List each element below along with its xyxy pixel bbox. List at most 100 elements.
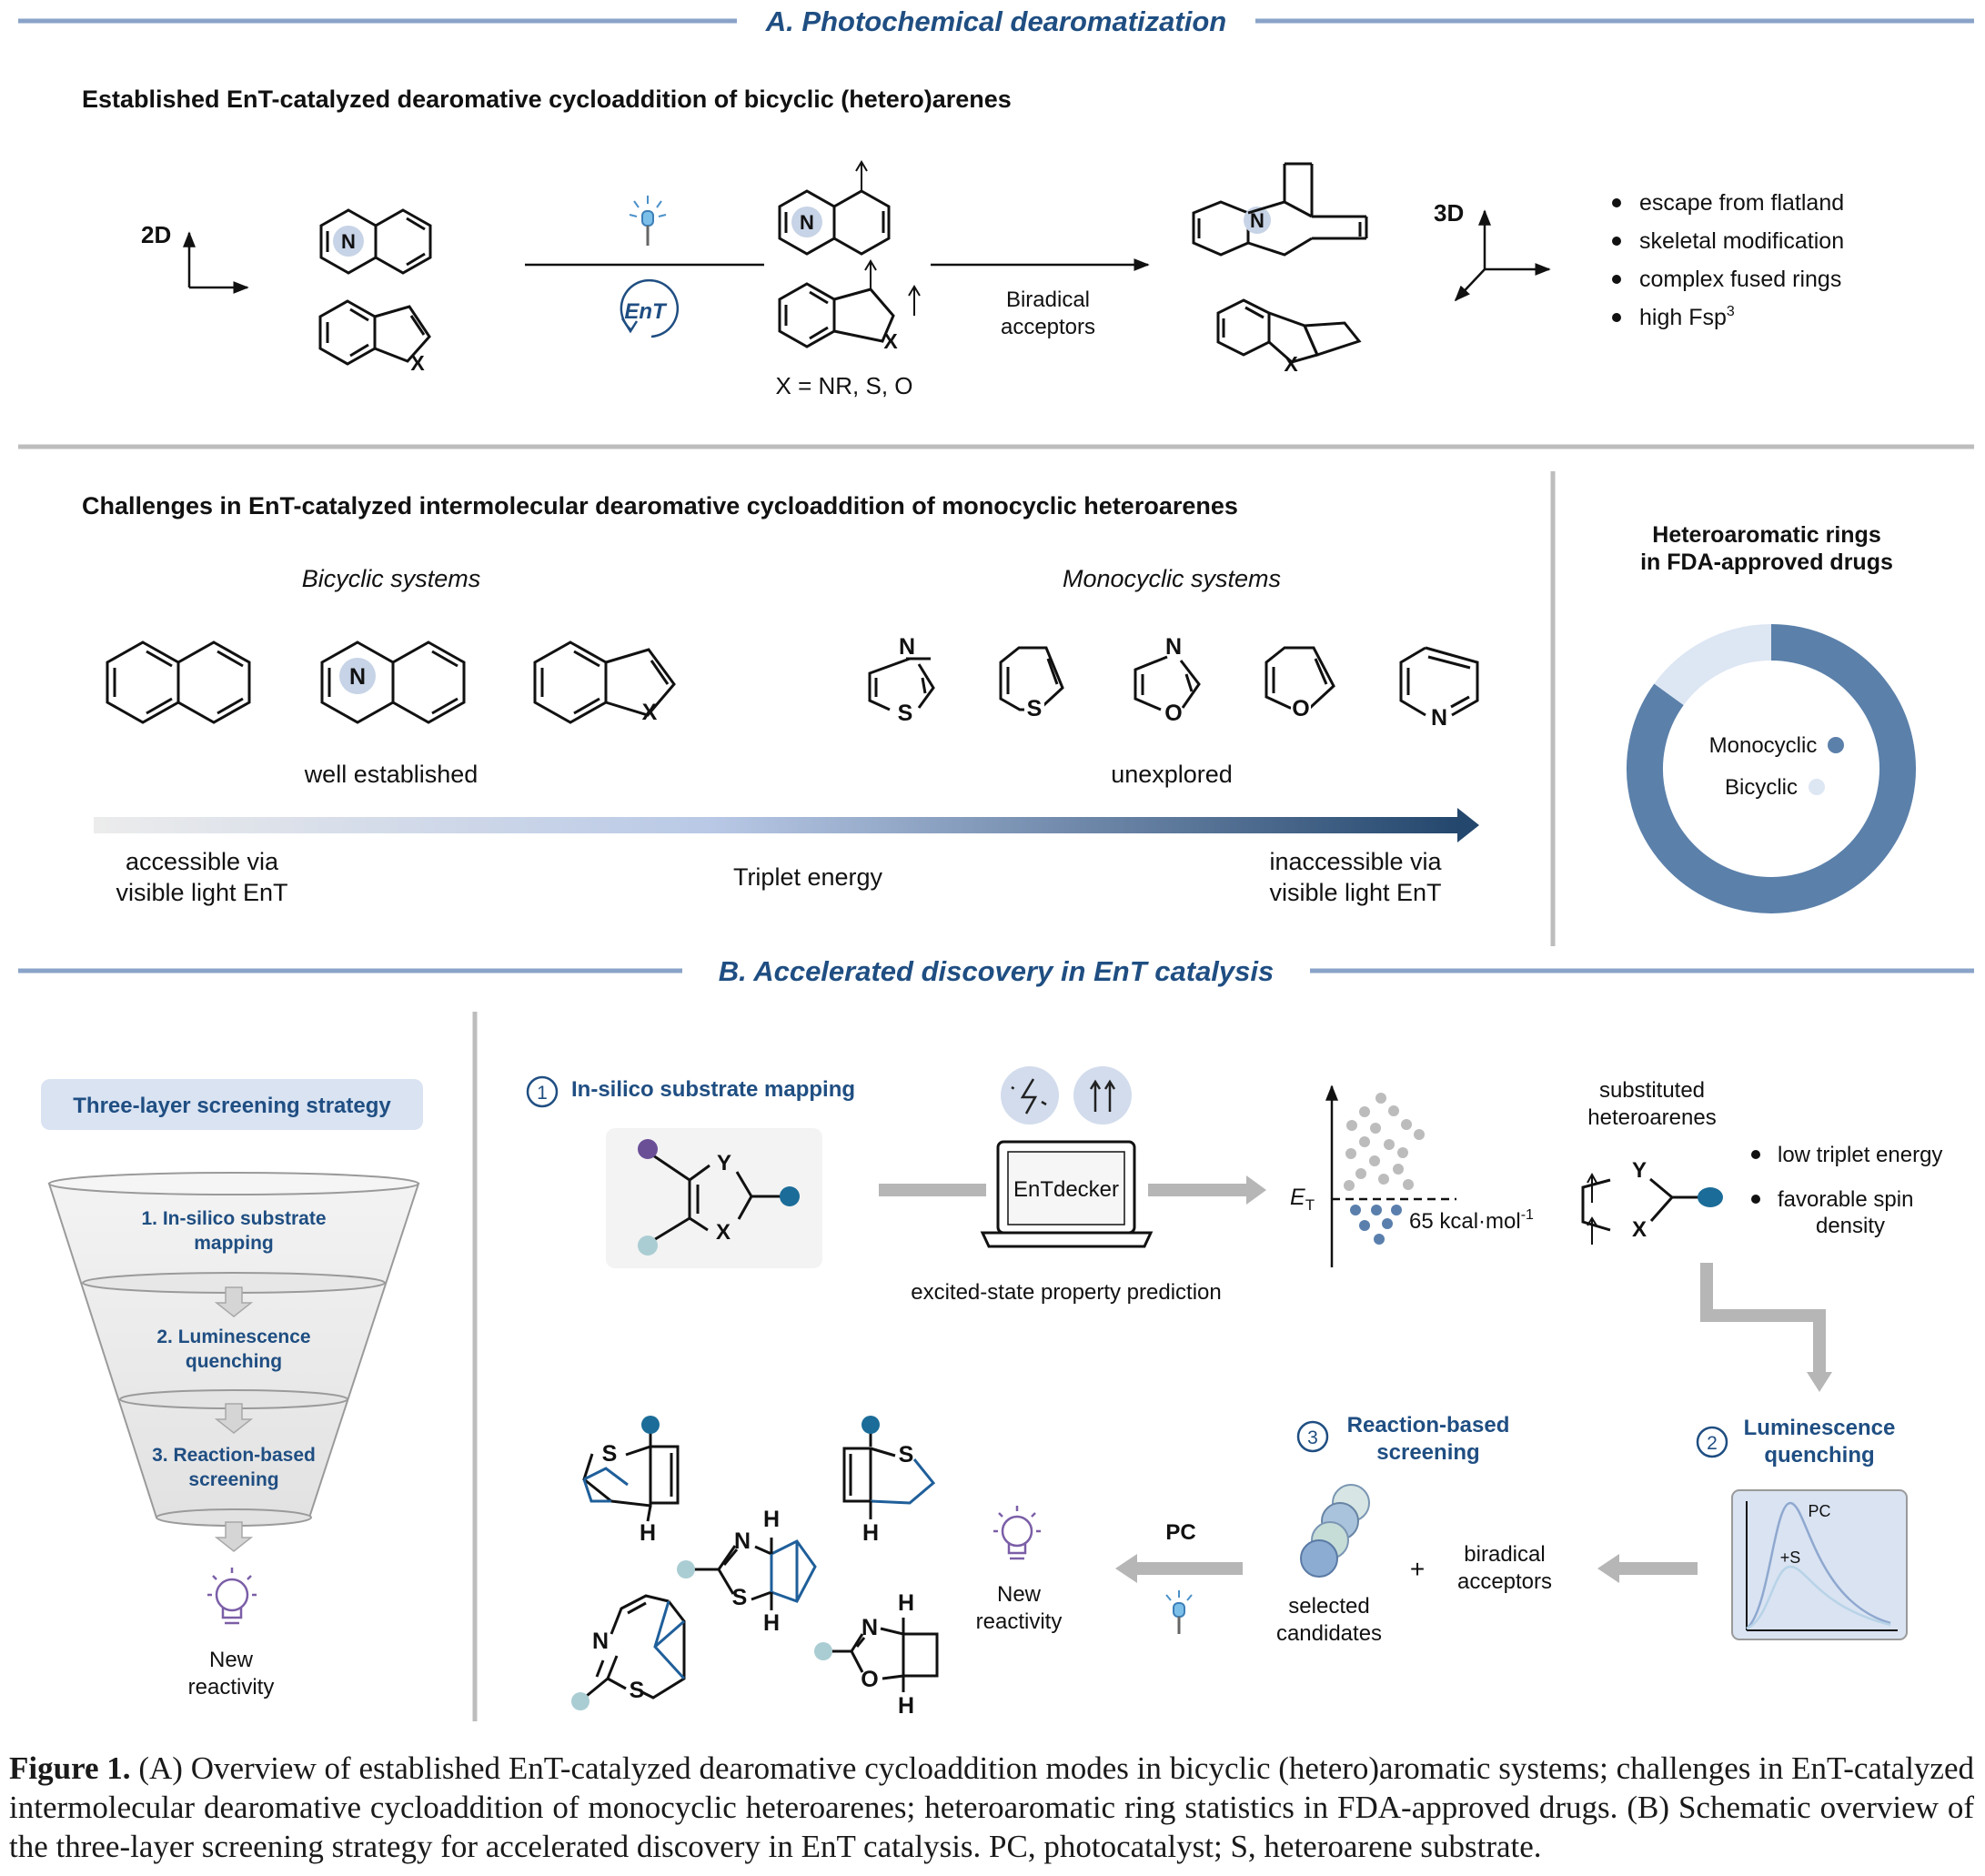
benzoheterole-structure xyxy=(318,299,431,366)
gradient-right-1: inaccessible via xyxy=(1269,848,1442,875)
furan-o-bg xyxy=(1291,695,1311,719)
product-1-structure xyxy=(582,1424,680,1522)
arrow-label-acceptors: acceptors xyxy=(1001,315,1095,339)
quinoline-structure xyxy=(319,208,432,275)
cyclobutane-product xyxy=(1216,298,1362,364)
substituent-teal xyxy=(638,1236,658,1256)
product-1-substituent xyxy=(641,1416,660,1434)
donut-title-2: in FDA-approved drugs xyxy=(1640,550,1893,575)
well-established-label: well established xyxy=(304,761,479,788)
prop-1: low triplet energy xyxy=(1778,1143,1942,1167)
section-b-title: B. Accelerated discovery in EnT catalysi… xyxy=(719,955,1275,987)
selected-2: candidates xyxy=(1276,1621,1382,1646)
excited-heteroarene xyxy=(1581,1172,1701,1245)
substituent-blue xyxy=(780,1186,800,1206)
oxazole-structure xyxy=(1134,655,1201,711)
prop-2a: favorable spin xyxy=(1778,1187,1913,1212)
product-3-h-bottom: H xyxy=(763,1610,780,1636)
product-5-h-top: H xyxy=(898,1590,914,1616)
laptop-icon xyxy=(980,1140,1154,1248)
excited-benzoheterole xyxy=(778,259,921,348)
product-2-substituent xyxy=(862,1416,880,1434)
bicyclic-systems-label: Bicyclic systems xyxy=(302,565,481,592)
donut-slice-bicyclic xyxy=(1654,624,1772,706)
product-5-h-bottom: H xyxy=(898,1693,914,1719)
thiazole-s: S xyxy=(898,701,913,726)
product-5-n: N xyxy=(862,1615,878,1640)
laptop-label: EnTdecker xyxy=(1013,1177,1119,1202)
threshold-label: 65 kcal·mol-1 xyxy=(1409,1207,1534,1234)
quinoline-2-n: N xyxy=(349,664,366,690)
product-4-n: N xyxy=(592,1629,609,1654)
benefit-4: high Fsp3 xyxy=(1639,304,1735,330)
arrow-label-biradical: Biradical xyxy=(1006,287,1090,312)
step2-title-2: quenching xyxy=(1764,1443,1874,1468)
benefits-list: escape from flatland skeletal modificati… xyxy=(1612,190,1844,330)
step2-number: 2 xyxy=(1707,1433,1718,1454)
step3-number: 3 xyxy=(1307,1427,1318,1448)
product-3-structure xyxy=(686,1538,817,1610)
quinoline-n-label: N xyxy=(341,230,356,253)
screening-funnel xyxy=(47,1172,420,1552)
step2-number-circle xyxy=(1696,1426,1728,1458)
grey-arrow-4 xyxy=(1115,1554,1243,1583)
benefit-4-text: high Fsp xyxy=(1639,305,1727,330)
benzoheterole-x-label: X xyxy=(410,351,425,375)
unexplored-label: unexplored xyxy=(1111,761,1233,788)
product-3-n: N xyxy=(734,1528,751,1554)
step1-number: 1 xyxy=(537,1083,548,1104)
new-reactivity-left-1: New xyxy=(209,1648,254,1672)
funnel-layer-1a: 1. In-silico substrate xyxy=(141,1208,326,1229)
pc-curve-label: PC xyxy=(1808,1502,1830,1520)
calc-icon-spin-bg xyxy=(1073,1066,1132,1125)
pyridine-n: N xyxy=(1431,705,1447,731)
light-icon-2 xyxy=(1165,1590,1193,1634)
benzoheterole-2-x: X xyxy=(642,700,658,725)
donut-title-1: Heteroaromatic rings xyxy=(1652,522,1880,548)
triplet-energy-gradient xyxy=(94,808,1479,842)
prediction-label: excited-state property prediction xyxy=(911,1280,1222,1305)
product-4-structure xyxy=(581,1594,686,1701)
product-5-structure xyxy=(824,1618,939,1692)
step3-number-circle xyxy=(1296,1420,1329,1453)
thiophene-s: S xyxy=(1027,696,1043,721)
et-scatter-plot xyxy=(1325,1084,1456,1267)
excited-benzoheterole-x: X xyxy=(883,329,898,353)
quenching-plot xyxy=(1731,1489,1908,1640)
threshold-value: 65 kcal·mol xyxy=(1409,1209,1521,1234)
x-definition: X = NR, S, O xyxy=(776,372,913,399)
furan-o: O xyxy=(1292,696,1309,721)
oxazole-o: O xyxy=(1164,701,1182,726)
product-5-substituent xyxy=(814,1642,832,1660)
axis-3d-label: 3D xyxy=(1434,199,1464,227)
axis-2d xyxy=(183,231,249,294)
gradient-right-2: visible light EnT xyxy=(1269,879,1441,906)
heteroarene-x: X xyxy=(1632,1217,1647,1242)
section-a-title: A. Photochemical dearomatization xyxy=(765,5,1226,37)
product-1-h: H xyxy=(640,1520,656,1546)
substituted-1: substituted xyxy=(1599,1078,1705,1103)
benefit-2: skeletal modification xyxy=(1639,228,1844,254)
step3-title-2: screening xyxy=(1376,1440,1479,1465)
plus-sign: + xyxy=(1410,1555,1425,1583)
plus-s-curve-label: +S xyxy=(1780,1548,1801,1567)
substituent-purple xyxy=(638,1139,658,1159)
benefit-4-sup: 3 xyxy=(1727,304,1735,319)
product-2-h: H xyxy=(862,1520,879,1546)
gradient-left-2: visible light EnT xyxy=(116,879,287,906)
donut-legend-monocyclic-swatch xyxy=(1828,737,1844,753)
figure-caption: Figure 1. (A) Overview of established En… xyxy=(9,1749,1974,1866)
product-2-s: S xyxy=(899,1442,914,1468)
section-b-header: B. Accelerated discovery in EnT catalysi… xyxy=(18,955,1974,987)
grey-arrow-1 xyxy=(879,1184,986,1196)
bicyclo-product-n: N xyxy=(1250,209,1265,232)
axis-2d-label: 2D xyxy=(141,221,171,248)
product-4-substituent xyxy=(571,1692,589,1710)
prop-bullet-2 xyxy=(1751,1195,1760,1204)
thiophene-s-bg xyxy=(1024,695,1044,719)
funnel-layer-2b: quenching xyxy=(186,1351,282,1372)
strategy-title-box xyxy=(41,1079,423,1130)
step3-title-1: Reaction-based xyxy=(1347,1413,1510,1437)
strategy-title: Three-layer screening strategy xyxy=(73,1094,391,1118)
